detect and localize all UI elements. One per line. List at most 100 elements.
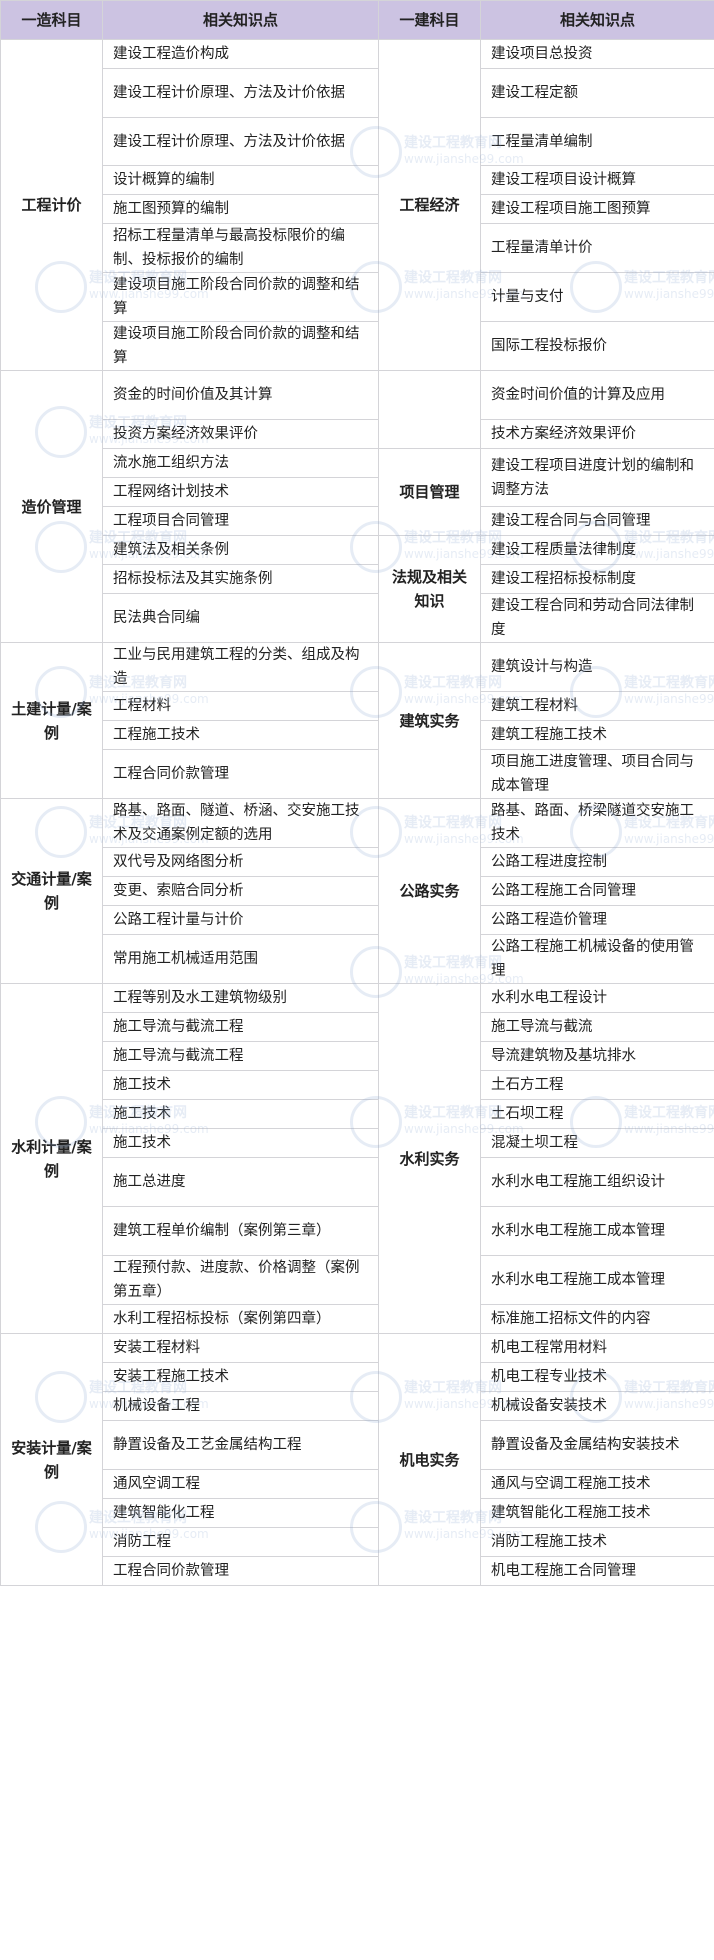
yijian-knowledge-point: 计量与支付	[480, 272, 714, 322]
yijian-knowledge-point: 技术方案经济效果评价	[480, 419, 714, 449]
table-row: 流水施工组织方法项目管理建设工程项目进度计划的编制和调整方法	[1, 448, 714, 536]
table-body: 工程计价建设工程造价构成工程经济建设项目总投资建设工程计价原理、方法及计价依据建…	[0, 39, 714, 1586]
yizao-knowledge-point: 双代号及网络图分析	[102, 847, 379, 877]
table-row: 工程材料建筑工程材料	[1, 691, 714, 721]
table-row: 通风空调工程通风与空调工程施工技术	[1, 1469, 714, 1499]
yizao-knowledge-point: 工程合同价款管理	[102, 749, 379, 799]
yijian-knowledge-point: 建筑设计与构造	[480, 642, 714, 692]
yizao-knowledge-point: 建设项目施工阶段合同价款的调整和结算	[102, 272, 379, 322]
yijian-knowledge-point: 水利水电工程施工组织设计	[480, 1157, 714, 1207]
table-row: 水利工程招标投标（案例第四章）标准施工招标文件的内容	[1, 1304, 714, 1334]
yizao-knowledge-point: 招标投标法及其实施条例	[102, 564, 379, 594]
yizao-knowledge-point: 施工图预算的编制	[102, 194, 379, 224]
yizao-knowledge-point: 招标工程量清单与最高投标限价的编制、投标报价的编制	[102, 223, 379, 273]
table-row: 消防工程消防工程施工技术	[1, 1527, 714, 1557]
table-row: 施工导流与截流工程导流建筑物及基坑排水	[1, 1041, 714, 1071]
yijian-knowledge-point: 标准施工招标文件的内容	[480, 1304, 714, 1334]
yizao-knowledge-point: 施工技术	[102, 1070, 379, 1100]
yizao-knowledge-point: 常用施工机械适用范围	[102, 934, 379, 984]
yijian-knowledge-point: 水利水电工程设计	[480, 983, 714, 1013]
table-row: 施工导流与截流工程 施工导流与截流	[1, 1012, 714, 1042]
yijian-knowledge-point: 公路工程造价管理	[480, 905, 714, 935]
header-yizao-subject: 一造科目	[0, 0, 103, 40]
yijian-knowledge-point: 建设工程项目设计概算	[480, 165, 714, 195]
table-row: 土建计量/案例工业与民用建筑工程的分类、组成及构造建筑实务建筑设计与构造	[0, 642, 714, 799]
table-header-row: 一造科目 相关知识点 一建科目 相关知识点	[0, 0, 714, 40]
table-row: 建筑工程单价编制（案例第三章） 水利水电工程施工成本管理	[1, 1206, 714, 1256]
table-row: 施工技术土石方工程	[1, 1070, 714, 1100]
yijian-knowledge-point: 静置设备及金属结构安装技术	[480, 1420, 714, 1470]
yijian-subject-cell: 项目管理	[378, 448, 481, 536]
table-row: 静置设备及工艺金属结构工程 静置设备及金属结构安装技术	[1, 1420, 714, 1470]
yizao-knowledge-point: 安装工程施工技术	[102, 1362, 379, 1392]
yizao-knowledge-point: 机械设备工程	[102, 1391, 379, 1421]
yijian-knowledge-point: 机电工程常用材料	[480, 1333, 714, 1363]
yizao-knowledge-point: 流水施工组织方法	[102, 448, 379, 478]
yizao-knowledge-point: 通风空调工程	[102, 1469, 379, 1499]
comparison-table: 一造科目 相关知识点 一建科目 相关知识点 工程计价建设工程造价构成工程经济建设…	[0, 0, 714, 1586]
table-row: 工程预付款、进度款、价格调整（案例第五章）水利水电工程施工成本管理	[1, 1255, 714, 1305]
yijian-knowledge-point: 土石坝工程	[480, 1099, 714, 1129]
table-row: 造价管理资金的时间价值及其计算 资金时间价值的计算及应用	[0, 370, 714, 643]
yijian-knowledge-point: 施工导流与截流	[480, 1012, 714, 1042]
yijian-knowledge-point: 建设工程合同与合同管理	[480, 506, 714, 536]
table-row: 施工总进度水利水电工程施工组织设计	[1, 1157, 714, 1207]
yijian-knowledge-point: 混凝土坝工程	[480, 1128, 714, 1158]
table-row: 工程项目合同管理建设工程合同与合同管理	[1, 506, 714, 536]
yijian-knowledge-point: 建筑智能化工程施工技术	[480, 1498, 714, 1528]
yijian-subject-cell: 法规及相关知识	[378, 535, 481, 643]
yizao-subject-cell: 工程计价	[0, 39, 103, 371]
table-row: 机械设备工程机械设备安装技术	[1, 1391, 714, 1421]
table-row: 招标工程量清单与最高投标限价的编制、投标报价的编制工程量清单计价	[1, 223, 714, 273]
table-row: 建筑智能化工程建筑智能化工程施工技术	[1, 1498, 714, 1528]
yizao-subject-cell: 安装计量/案例	[0, 1333, 103, 1586]
yizao-subject-cell: 交通计量/案例	[0, 798, 103, 984]
table-row: 水利计量/案例工程等别及水工建筑物级别水利实务水利水电工程设计	[0, 983, 714, 1334]
yizao-knowledge-point: 工程等别及水工建筑物级别	[102, 983, 379, 1013]
yijian-knowledge-point: 建设工程项目进度计划的编制和调整方法	[480, 448, 714, 507]
yizao-knowledge-point: 公路工程计量与计价	[102, 905, 379, 935]
yizao-knowledge-point: 施工导流与截流工程	[102, 1041, 379, 1071]
yizao-knowledge-point: 建设项目施工阶段合同价款的调整和结算	[102, 321, 379, 371]
table-row: 工程合同价款管理机电工程施工合同管理	[1, 1556, 714, 1586]
yizao-knowledge-point: 路基、路面、隧道、桥涵、交安施工技术及交通案例定额的选用	[102, 798, 379, 848]
yijian-subject-cell	[378, 370, 481, 449]
table-row: 安装计量/案例安装工程材料机电实务机电工程常用材料	[0, 1333, 714, 1586]
yijian-subject-cell: 建筑实务	[378, 642, 481, 799]
table-row: 安装工程施工技术 机电工程专业技术	[1, 1362, 714, 1392]
table-row: 施工技术 土石坝工程	[1, 1099, 714, 1129]
yizao-knowledge-point: 建筑工程单价编制（案例第三章）	[102, 1206, 379, 1256]
table-row: 建筑法及相关条例法规及相关知识建设工程质量法律制度	[1, 535, 714, 643]
yizao-knowledge-point: 设计概算的编制	[102, 165, 379, 195]
yizao-knowledge-point: 施工导流与截流工程	[102, 1012, 379, 1042]
yijian-knowledge-point: 公路工程进度控制	[480, 847, 714, 877]
yizao-subject-cell: 土建计量/案例	[0, 642, 103, 799]
yijian-subject-cell: 机电实务	[378, 1333, 481, 1586]
yijian-knowledge-point: 项目施工进度管理、项目合同与成本管理	[480, 749, 714, 799]
yizao-knowledge-point: 施工技术	[102, 1099, 379, 1129]
yijian-knowledge-point: 国际工程投标报价	[480, 321, 714, 371]
yijian-knowledge-point: 机电工程专业技术	[480, 1362, 714, 1392]
yizao-knowledge-point: 资金的时间价值及其计算	[102, 370, 379, 420]
header-yijian-knowledge: 相关知识点	[480, 0, 714, 40]
table-row: 建设工程计价原理、方法及计价依据工程量清单编制	[1, 117, 714, 166]
yijian-subject-cell: 工程经济	[378, 39, 481, 371]
yijian-knowledge-point: 资金时间价值的计算及应用	[480, 370, 714, 420]
table-row: 施工技术混凝土坝工程	[1, 1128, 714, 1158]
table-row: 工程计价建设工程造价构成工程经济建设项目总投资	[0, 39, 714, 371]
yijian-subject-cell: 水利实务	[378, 983, 481, 1334]
yijian-knowledge-point: 建设工程定额	[480, 68, 714, 118]
table-row: 施工图预算的编制建设工程项目施工图预算	[1, 194, 714, 224]
yizao-subject-cell: 造价管理	[0, 370, 103, 643]
yizao-knowledge-point: 静置设备及工艺金属结构工程	[102, 1420, 379, 1470]
yizao-knowledge-point: 工程预付款、进度款、价格调整（案例第五章）	[102, 1255, 379, 1305]
table-row: 建设项目施工阶段合同价款的调整和结算 计量与支付	[1, 272, 714, 322]
yijian-knowledge-point: 公路工程施工机械设备的使用管理	[480, 934, 714, 984]
yizao-knowledge-point: 建设工程造价构成	[102, 39, 379, 69]
yijian-knowledge-point: 路基、路面、桥梁隧道交安施工技术	[480, 798, 714, 848]
yijian-knowledge-point: 水利水电工程施工成本管理	[480, 1206, 714, 1256]
table-row: 工程施工技术建筑工程施工技术	[1, 720, 714, 750]
yizao-knowledge-point: 变更、索赔合同分析	[102, 876, 379, 906]
table-row: 常用施工机械适用范围 公路工程施工机械设备的使用管理	[1, 934, 714, 984]
